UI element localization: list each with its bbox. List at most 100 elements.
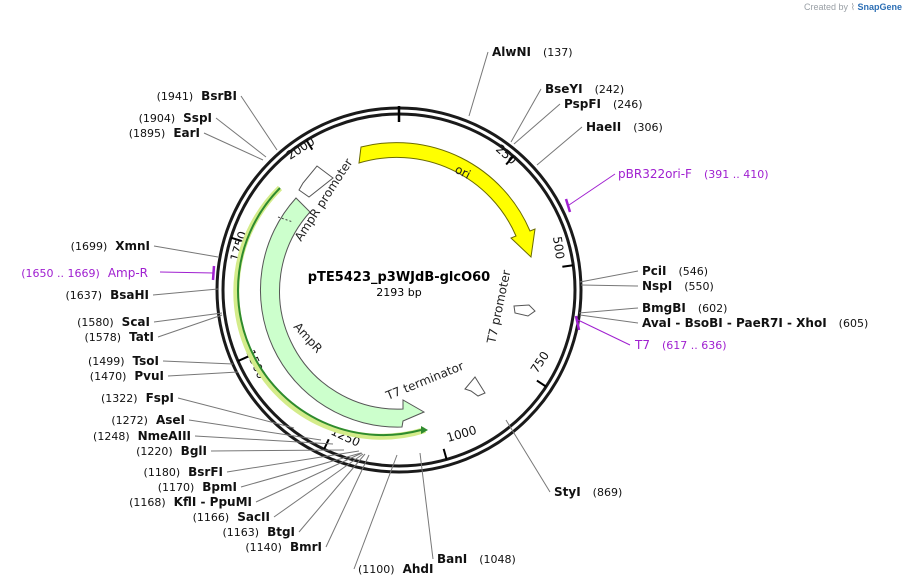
- primer-range: (617 .. 636): [662, 339, 727, 352]
- site-name: BanI: [437, 552, 467, 566]
- primer-name: pBR322ori-F: [618, 167, 692, 181]
- features: ori AmpR AmpR promoter T7 promoter T7 te…: [233, 142, 536, 440]
- credit-prefix: Created by: [804, 2, 849, 12]
- ori-label: ori: [453, 162, 473, 182]
- leader-bsrbi: [240, 95, 278, 151]
- site-label-pvui[interactable]: (1470)PvuI: [90, 369, 164, 383]
- site-name: BsaHI: [110, 288, 149, 302]
- site-label-scai[interactable]: (1580)ScaI: [77, 315, 150, 329]
- site-label-asei[interactable]: (1272) AseI: [111, 413, 185, 427]
- site-position: (1470): [90, 370, 127, 383]
- tick-mark-500: [562, 264, 574, 268]
- leader-bani: [419, 452, 434, 560]
- plasmid-size: 2193 bp: [376, 286, 421, 299]
- site-label-nmeaiii[interactable]: (1248) NmeAIII: [93, 429, 191, 443]
- site-label-haeii[interactable]: HaeII (306): [586, 120, 663, 134]
- primer-name: T7: [634, 338, 650, 352]
- leader-styi: [505, 419, 551, 493]
- site-position: (1499): [88, 355, 125, 368]
- site-position: (1163): [222, 526, 259, 539]
- tick-label-500: 500: [550, 235, 567, 260]
- site-label-btgi[interactable]: (1163) BtgI: [222, 525, 295, 539]
- site-label-bsrfi[interactable]: (1180)BsrFI: [144, 465, 223, 479]
- tick-mark-1250: [323, 438, 330, 450]
- primer-labels: pBR322ori-F(391 .. 410) T7 (617 .. 636) (16…: [21, 167, 768, 352]
- site-name: TsoI: [133, 354, 159, 368]
- site-label-bsahi[interactable]: (1637)BsaHI: [66, 288, 149, 302]
- primer-mark-pbr322ori-f[interactable]: [564, 198, 572, 213]
- leader-avai-bsobi-paer7i-xhoi: [579, 314, 639, 324]
- site-position: (1272): [111, 414, 148, 427]
- t7-terminator-feature[interactable]: [464, 376, 486, 397]
- site-label-bani[interactable]: BanI(1048): [437, 552, 516, 566]
- site-label-eari[interactable]: (1895)EarI: [129, 126, 200, 140]
- site-name: HaeII: [586, 120, 621, 134]
- site-label-pcii[interactable]: PciI (546): [642, 264, 708, 278]
- leader-bsrfi: [226, 450, 360, 473]
- site-name: AlwNI: [492, 45, 531, 59]
- site-label-bgli[interactable]: (1220)BglI: [136, 444, 207, 458]
- t7-terminator-label: T7 terminator: [383, 359, 466, 403]
- site-position: (869): [593, 486, 623, 499]
- site-name: AseI: [156, 413, 185, 427]
- primer-label-pbr322ori-f[interactable]: pBR322ori-F(391 .. 410): [618, 167, 769, 181]
- site-name: BtgI: [267, 525, 295, 539]
- snapgene-credit: Created by ⌇ SnapGene: [804, 2, 902, 13]
- tick-mark-250: [505, 155, 515, 166]
- site-name: BseYI: [545, 82, 583, 96]
- site-label-tsoi[interactable]: (1499) TsoI: [88, 354, 159, 368]
- primer-leader-pbr322ori-f: [568, 173, 616, 206]
- site-label-bpmi[interactable]: (1170)BpmI: [158, 480, 237, 494]
- tick-label-1000: 1000: [445, 423, 478, 445]
- ampr-feature[interactable]: [259, 197, 426, 428]
- ori-feature[interactable]: [358, 142, 536, 259]
- site-name: TatI: [129, 330, 154, 344]
- site-name: BsrBI: [201, 89, 237, 103]
- leader-asei: [188, 419, 322, 441]
- ampr-promoter-connector: [277, 216, 294, 223]
- site-label-alwni[interactable]: AlwNI(137): [492, 45, 573, 59]
- site-label-bmgbi[interactable]: BmgBI(602): [642, 301, 727, 315]
- site-position: (546): [679, 265, 709, 278]
- primer-label-amp-r[interactable]: (1650 .. 1669)Amp-R: [21, 266, 148, 280]
- primer-leader-t7: [577, 319, 631, 346]
- site-name: PciI: [642, 264, 667, 278]
- snapgene-logo-icon: ⌇: [850, 2, 855, 12]
- plasmid-name: pTE5423_p3WJdB-glcO60: [308, 270, 490, 285]
- site-label-tati[interactable]: (1578)TatI: [84, 330, 154, 344]
- site-label-kfli-ppumi[interactable]: (1168)KflI - PpuMI: [129, 495, 252, 509]
- site-label-styi[interactable]: StyI(869): [554, 485, 622, 499]
- site-label-ahdi[interactable]: (1100)AhdI: [358, 562, 433, 576]
- site-label-bseyi[interactable]: BseYI(242): [545, 82, 624, 96]
- site-label-bsrbi[interactable]: (1941)BsrBI: [157, 89, 237, 103]
- primer-marks: [159, 173, 631, 346]
- site-position: (1248): [93, 430, 130, 443]
- leader-ahdi: [353, 454, 398, 570]
- ampr-promoter-feature[interactable]: [298, 165, 334, 198]
- primer-range: (1650 .. 1669): [21, 267, 100, 280]
- leader-bgli: [210, 449, 345, 452]
- leader-tsoi: [162, 360, 234, 365]
- site-label-avai-bsobi-paer7i-xhoi[interactable]: AvaI - BsoBI - PaeR7I - XhoI(605): [642, 316, 868, 330]
- site-label-xmni[interactable]: (1699)XmnI: [71, 239, 150, 253]
- leader-tati: [157, 314, 223, 338]
- tick-mark-1750: [230, 236, 242, 242]
- site-position: (306): [633, 121, 663, 134]
- site-name: NmeAIII: [138, 429, 191, 443]
- ampr-orf-arrowhead: [421, 426, 428, 434]
- site-label-pspfi[interactable]: PspFI(246): [564, 97, 643, 111]
- site-position: (246): [613, 98, 643, 111]
- site-label-fspi[interactable]: (1322)FspI: [101, 391, 174, 405]
- leader-pspfi: [513, 103, 561, 145]
- primer-label-t7[interactable]: T7 (617 .. 636): [634, 338, 727, 352]
- tick-mark-1000: [442, 448, 448, 460]
- t7-promoter-feature[interactable]: [513, 304, 536, 317]
- leader-nmeaiii: [194, 435, 334, 445]
- site-label-bmri[interactable]: (1140)BmrI: [245, 540, 322, 554]
- primer-mark-t7[interactable]: [574, 315, 581, 331]
- site-label-nspi[interactable]: NspI(550): [642, 279, 714, 293]
- plasmid-center: pTE5423_p3WJdB-glcO60 2193 bp: [308, 270, 490, 299]
- leader-scai: [153, 312, 223, 323]
- site-label-sspi[interactable]: (1904)SspI: [139, 111, 212, 125]
- site-label-sacii[interactable]: (1166)SacII: [193, 510, 270, 524]
